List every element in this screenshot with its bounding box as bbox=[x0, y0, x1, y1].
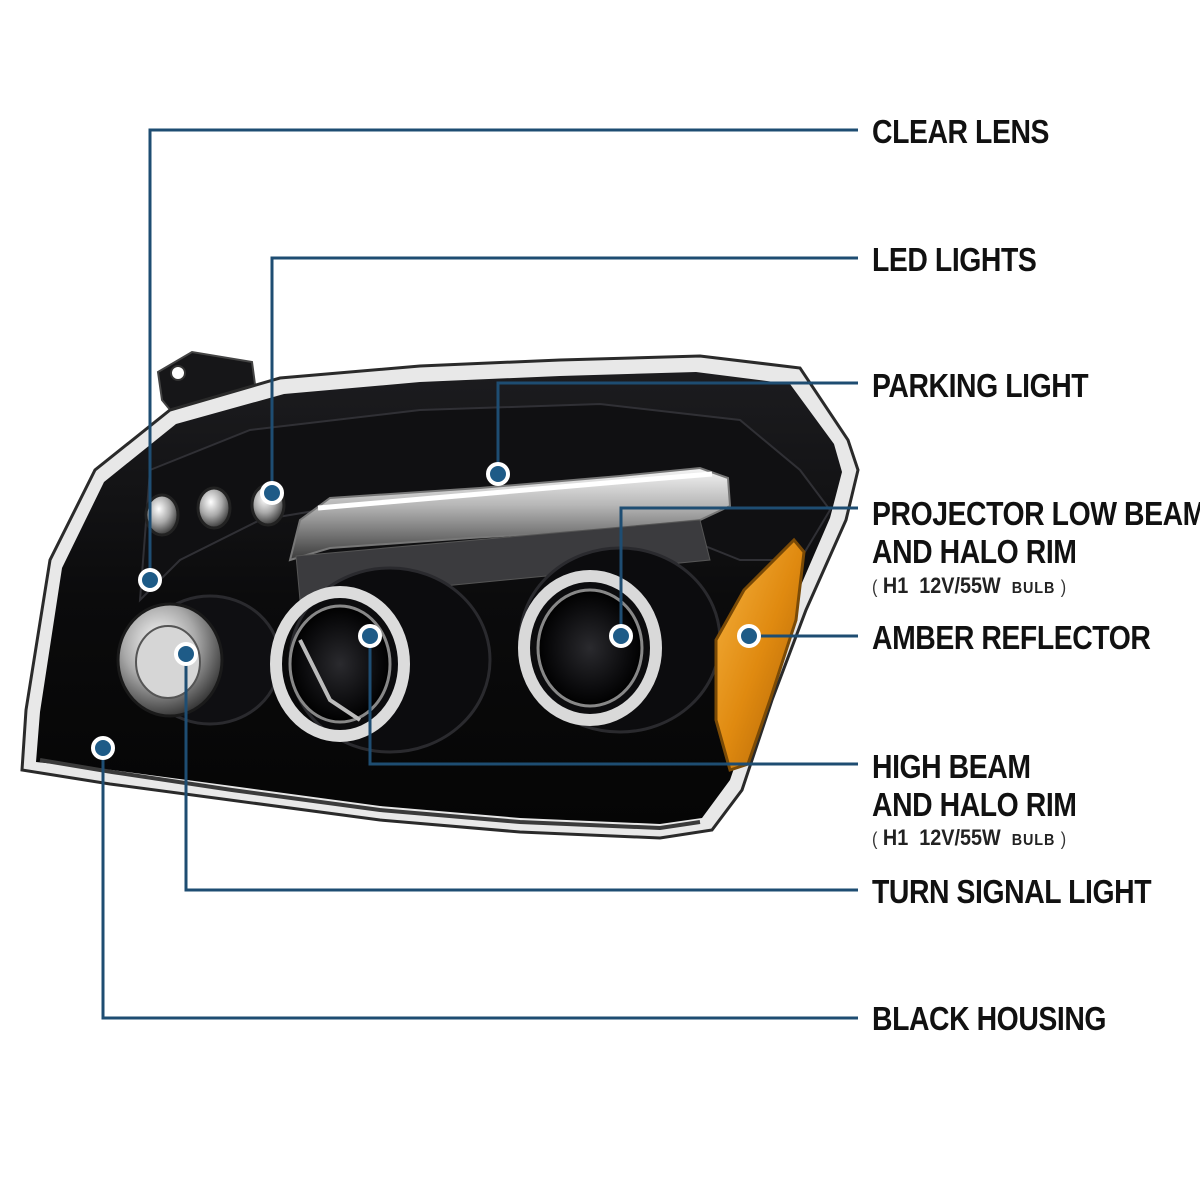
bulb-close-paren: ) bbox=[1060, 829, 1067, 849]
dot-amber-reflector bbox=[737, 624, 761, 648]
label-projector-low-beam-line2: AND HALO RIM bbox=[872, 533, 1077, 570]
bulb-type: H1 bbox=[882, 573, 909, 598]
leader-turn-signal bbox=[184, 654, 858, 892]
dot-projector-low-beam bbox=[609, 624, 633, 648]
leader-high-beam bbox=[368, 636, 858, 766]
bulb-word: BULB bbox=[1011, 580, 1056, 597]
amber-reflector-lens bbox=[714, 537, 806, 772]
bulb-rating: 12V/55W bbox=[919, 825, 1001, 850]
leader-parking-light bbox=[496, 381, 858, 474]
leader-lines bbox=[101, 128, 858, 1020]
dot-clear-lens bbox=[138, 568, 162, 592]
dot-high-beam bbox=[358, 624, 382, 648]
bulb-word: BULB bbox=[1011, 832, 1056, 849]
leader-black-housing bbox=[101, 748, 858, 1020]
label-black-housing: BLACK HOUSING bbox=[872, 1000, 1107, 1037]
dot-black-housing bbox=[91, 736, 115, 760]
label-parking-light: PARKING LIGHT bbox=[872, 367, 1089, 404]
leader-led-lights bbox=[270, 256, 858, 493]
high-beam-projector bbox=[270, 566, 492, 754]
bulb-type: H1 bbox=[882, 825, 909, 850]
label-projector-low-beam-line1: PROJECTOR LOW BEAM bbox=[872, 495, 1200, 532]
label-led-lights: LED LIGHTS bbox=[872, 241, 1037, 278]
label-high-beam-line1: HIGH BEAM bbox=[872, 748, 1031, 785]
leader-clear-lens bbox=[148, 128, 858, 580]
bulb-close-paren: ) bbox=[1060, 577, 1067, 597]
inner-bezel bbox=[138, 402, 832, 603]
label-high-beam-line2: AND HALO RIM bbox=[872, 786, 1077, 823]
label-clear-lens: CLEAR LENS bbox=[872, 113, 1050, 150]
dot-turn-signal bbox=[174, 642, 198, 666]
dot-led-lights bbox=[260, 481, 284, 505]
turn-signal-projector bbox=[116, 594, 282, 726]
label-turn-signal-light: TURN SIGNAL LIGHT bbox=[872, 873, 1152, 910]
lens-bottom-edge bbox=[39, 758, 701, 831]
leader-projector-low-beam bbox=[619, 506, 858, 636]
bulb-spec-low-beam: ( H1 12V/55W BULB ) bbox=[872, 574, 1066, 601]
bulb-open-paren: ( bbox=[872, 829, 878, 849]
bulb-spec-high-beam: ( H1 12V/55W BULB ) bbox=[872, 826, 1066, 853]
label-amber-reflector: AMBER REFLECTOR bbox=[872, 619, 1151, 656]
callout-dots bbox=[91, 462, 761, 760]
bulb-rating: 12V/55W bbox=[919, 573, 1001, 598]
bulb-open-paren: ( bbox=[872, 577, 878, 597]
dot-parking-light bbox=[486, 462, 510, 486]
